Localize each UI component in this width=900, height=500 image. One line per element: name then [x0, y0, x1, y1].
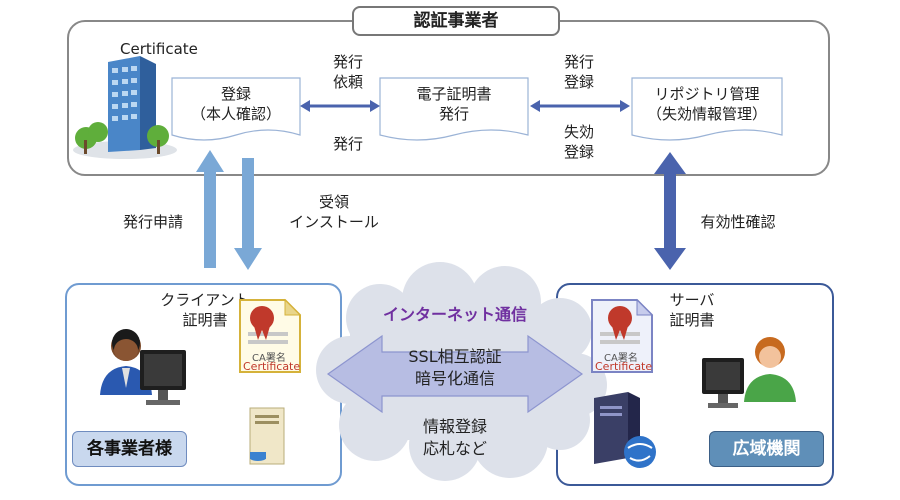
- server-title: サーバ 証明書: [669, 291, 715, 329]
- client-ca-sign-label: CA署名: [252, 353, 286, 364]
- server-org-badge: 広域機関: [709, 431, 824, 467]
- client-org-badge: 各事業者様: [72, 431, 187, 467]
- ca-title: 認証事業者: [352, 6, 560, 36]
- validity-check-label: 有効性確認: [700, 213, 776, 231]
- issue-register-label: 発行 登録: [563, 53, 594, 91]
- server-certificate-word: Certificate: [595, 360, 653, 373]
- issue-label: 発行: [332, 135, 363, 153]
- receive-install-label: 受領 インストール: [289, 193, 379, 231]
- client-title: クライアント 証明書: [160, 291, 250, 329]
- certificate-label: Certificate: [120, 40, 198, 58]
- server-ca-sign-label: CA署名: [604, 353, 638, 364]
- registration-doc: 登録 （本人確認）: [190, 85, 281, 123]
- ssl-label: SSL相互認証 暗号化通信: [408, 347, 502, 388]
- issue-request-label: 発行 依頼: [332, 53, 363, 91]
- internet-title: インターネット通信: [382, 305, 527, 324]
- info-label: 情報登録 応札など: [422, 417, 487, 458]
- issuance-doc: 電子証明書 発行: [416, 85, 492, 123]
- revoke-register-label: 失効 登録: [563, 123, 594, 161]
- issue-application-label: 発行申請: [122, 213, 183, 231]
- client-certificate-word: Certificate: [243, 360, 301, 373]
- repository-doc: リポジトリ管理 （失効情報管理）: [646, 85, 767, 123]
